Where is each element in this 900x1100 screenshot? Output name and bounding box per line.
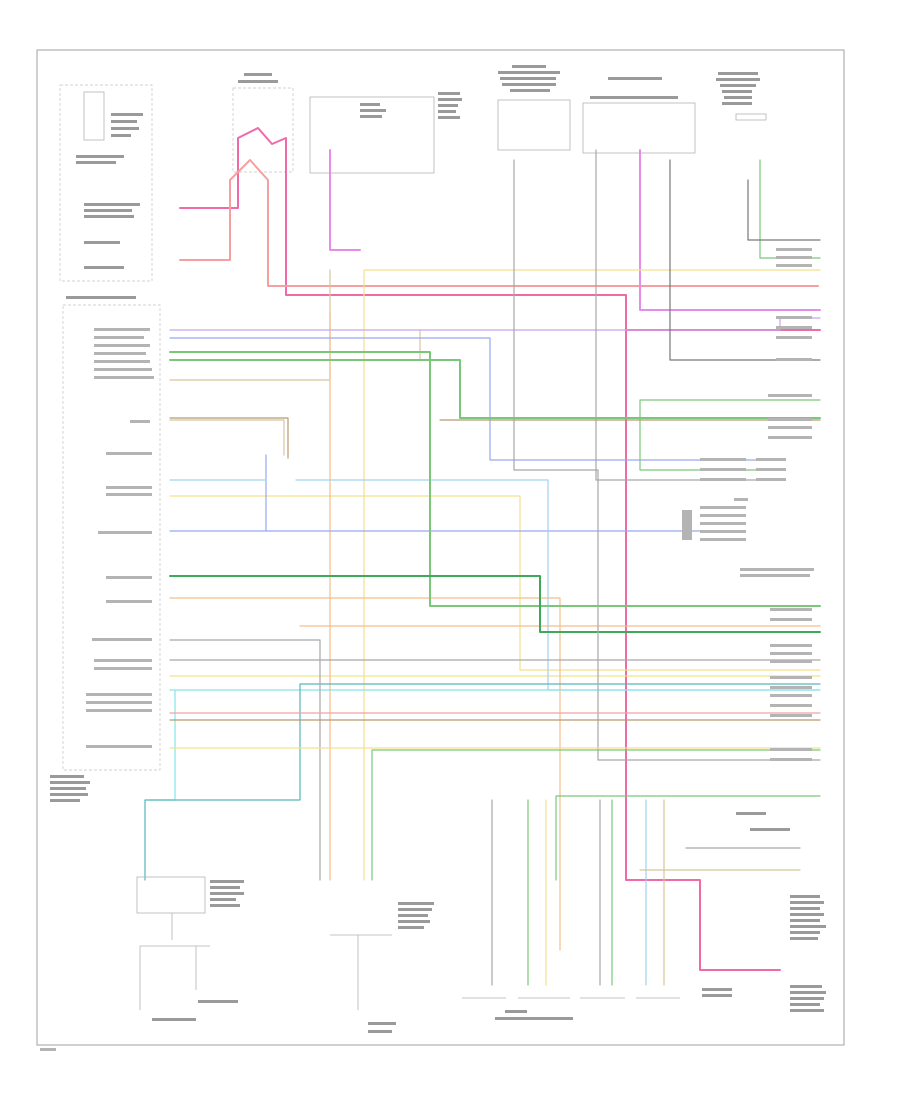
wire-blue-1 — [169, 337, 757, 461]
bottom-wire-drops — [491, 799, 801, 986]
ignition-switch-component — [59, 84, 153, 282]
wire-gray-1 — [169, 159, 821, 761]
wire-brown — [169, 417, 821, 459]
fuse-block-component — [232, 73, 462, 174]
wire-tan-1 — [169, 269, 421, 456]
wire-teal — [144, 683, 821, 881]
wire-green-7 — [371, 749, 821, 881]
wire-green-5 — [555, 795, 821, 881]
wire-orange-2 — [169, 597, 561, 951]
wire-green-2 — [169, 359, 821, 419]
right-terminal-labels — [700, 248, 814, 761]
wire-green-6 — [759, 159, 821, 259]
wire-magenta — [329, 149, 361, 251]
wire-yellow-2 — [169, 495, 821, 671]
legend-block — [682, 498, 748, 541]
footer-code — [40, 1048, 56, 1051]
wire-blue-2 — [169, 454, 701, 532]
connector-blocks-lower — [462, 985, 826, 1020]
wire-violet — [169, 317, 821, 331]
instrument-cluster-component — [50, 296, 161, 802]
wire-green-1 — [169, 351, 821, 607]
ground-relay-component — [136, 876, 244, 1021]
wire-dark — [669, 159, 821, 361]
wire-gray-2 — [169, 149, 757, 881]
wire-cyan — [149, 689, 821, 801]
wire-pink-lower — [625, 329, 781, 971]
wire-magenta-2 — [639, 149, 821, 311]
sensor-component-top-right — [716, 72, 767, 121]
cluster-pin-labels — [86, 328, 154, 748]
wire-red-ign — [179, 159, 819, 287]
module-box-a — [497, 65, 571, 151]
module-box-b — [582, 77, 696, 154]
component-right-lower — [736, 812, 826, 940]
diagram-frame — [36, 49, 845, 1046]
wire-pink-power — [179, 127, 821, 331]
switch-component-lower-center — [330, 902, 434, 1033]
wire-lightblue — [169, 479, 821, 691]
wire-green-3 — [169, 575, 821, 633]
